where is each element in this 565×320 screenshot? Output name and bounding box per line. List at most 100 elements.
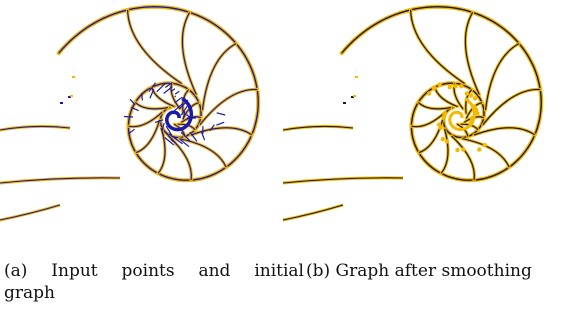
noise-edge [160, 127, 165, 137]
tail-graph [0, 125, 71, 131]
residual-point [438, 125, 443, 131]
panel-b-image [283, 0, 565, 232]
septum-graph [135, 119, 161, 154]
noise-edge [123, 115, 134, 118]
residual-point [440, 136, 445, 142]
stray-point [353, 95, 356, 97]
outer-wall-points [56, 4, 261, 183]
noise-edge [173, 102, 184, 112]
caption-a-line2: graph [4, 283, 55, 303]
noise-edge [129, 98, 136, 106]
nautilus-smoothed-graph [283, 4, 544, 222]
septum-graph [201, 42, 237, 111]
stray-point [60, 102, 63, 104]
residual-point [472, 104, 477, 109]
septum-graph [464, 12, 480, 95]
stray-point [70, 95, 73, 97]
septum-graph [128, 111, 163, 128]
residual-point [436, 122, 442, 127]
noise-edge [164, 137, 175, 146]
noise-edge [179, 139, 190, 148]
residual-point [455, 147, 460, 153]
residual-point [447, 84, 452, 90]
septum-graph [410, 9, 465, 84]
residual-point [426, 91, 432, 96]
noise-edge [174, 96, 183, 104]
septum-points [472, 126, 537, 137]
nautilus-initial-graph [0, 4, 261, 222]
residual-point [442, 112, 447, 117]
noise-edge [164, 131, 174, 141]
residual-point [464, 91, 470, 96]
septum-graph [473, 127, 536, 136]
septum-graph [440, 128, 449, 174]
noise-edge [148, 82, 156, 93]
noise-edge [165, 125, 173, 136]
noise-edge [128, 128, 135, 135]
residual-point [459, 84, 464, 89]
tail-graph [0, 177, 121, 184]
residual-point [453, 83, 458, 89]
septum-points [483, 41, 521, 112]
noise-edge [156, 82, 166, 93]
septum-graph [484, 42, 520, 111]
noise-edge [189, 131, 198, 142]
shell-group [283, 4, 544, 222]
residual-point [468, 120, 474, 126]
caption-a-line1: (a) Input points and initial [4, 261, 304, 281]
noise-edge [182, 111, 186, 120]
septum-graph [411, 111, 446, 128]
septum-graph [151, 87, 175, 108]
stray-point [355, 76, 358, 78]
residual-point [482, 142, 487, 148]
septum-points [177, 137, 228, 169]
noise-edge [180, 131, 191, 142]
septum-graph [170, 83, 181, 110]
panel-a-image [0, 0, 282, 232]
septum-graph [199, 88, 258, 126]
tail-graph [283, 125, 354, 131]
septum-graph [127, 9, 182, 84]
noise-edge [149, 89, 155, 99]
septum-points [200, 41, 238, 112]
septum-points [409, 8, 467, 86]
noise-edge [131, 106, 139, 112]
residual-point [437, 82, 442, 87]
stray-point [72, 76, 75, 78]
noise-edge [186, 114, 193, 120]
septum-points [460, 137, 511, 169]
noise-edge [200, 131, 206, 141]
tail-graph [0, 204, 61, 221]
tail-graph [283, 177, 404, 184]
caption-a: (a) Input points and initial graph [4, 260, 304, 304]
noise-edge [163, 86, 173, 94]
septum-points [198, 87, 259, 127]
noise-edge [216, 121, 225, 126]
noise-edge [141, 92, 143, 101]
noise-edge [170, 88, 176, 92]
outer-wall-points [339, 4, 544, 183]
septum-graph [482, 88, 541, 126]
noise-edge [209, 124, 215, 131]
residual-point [431, 86, 437, 91]
residual-point [469, 93, 474, 98]
septum-points [126, 8, 184, 86]
septum-graph [190, 127, 253, 136]
outer-wall-graph [341, 5, 542, 181]
stray-point [351, 96, 354, 98]
stray-point [343, 102, 346, 104]
noise-edge [174, 137, 178, 141]
noise-edge [174, 95, 177, 98]
noise-edge [174, 90, 180, 95]
residual-point [474, 107, 479, 112]
noise-edge [216, 112, 226, 116]
septum-graph [181, 12, 197, 95]
noise-edge [161, 123, 165, 131]
septum-points [189, 126, 254, 137]
septum-points [481, 87, 542, 127]
noise-edge [178, 99, 189, 110]
septum-graph [451, 135, 475, 181]
septum-graph [134, 101, 169, 110]
noise-edge [154, 119, 164, 123]
